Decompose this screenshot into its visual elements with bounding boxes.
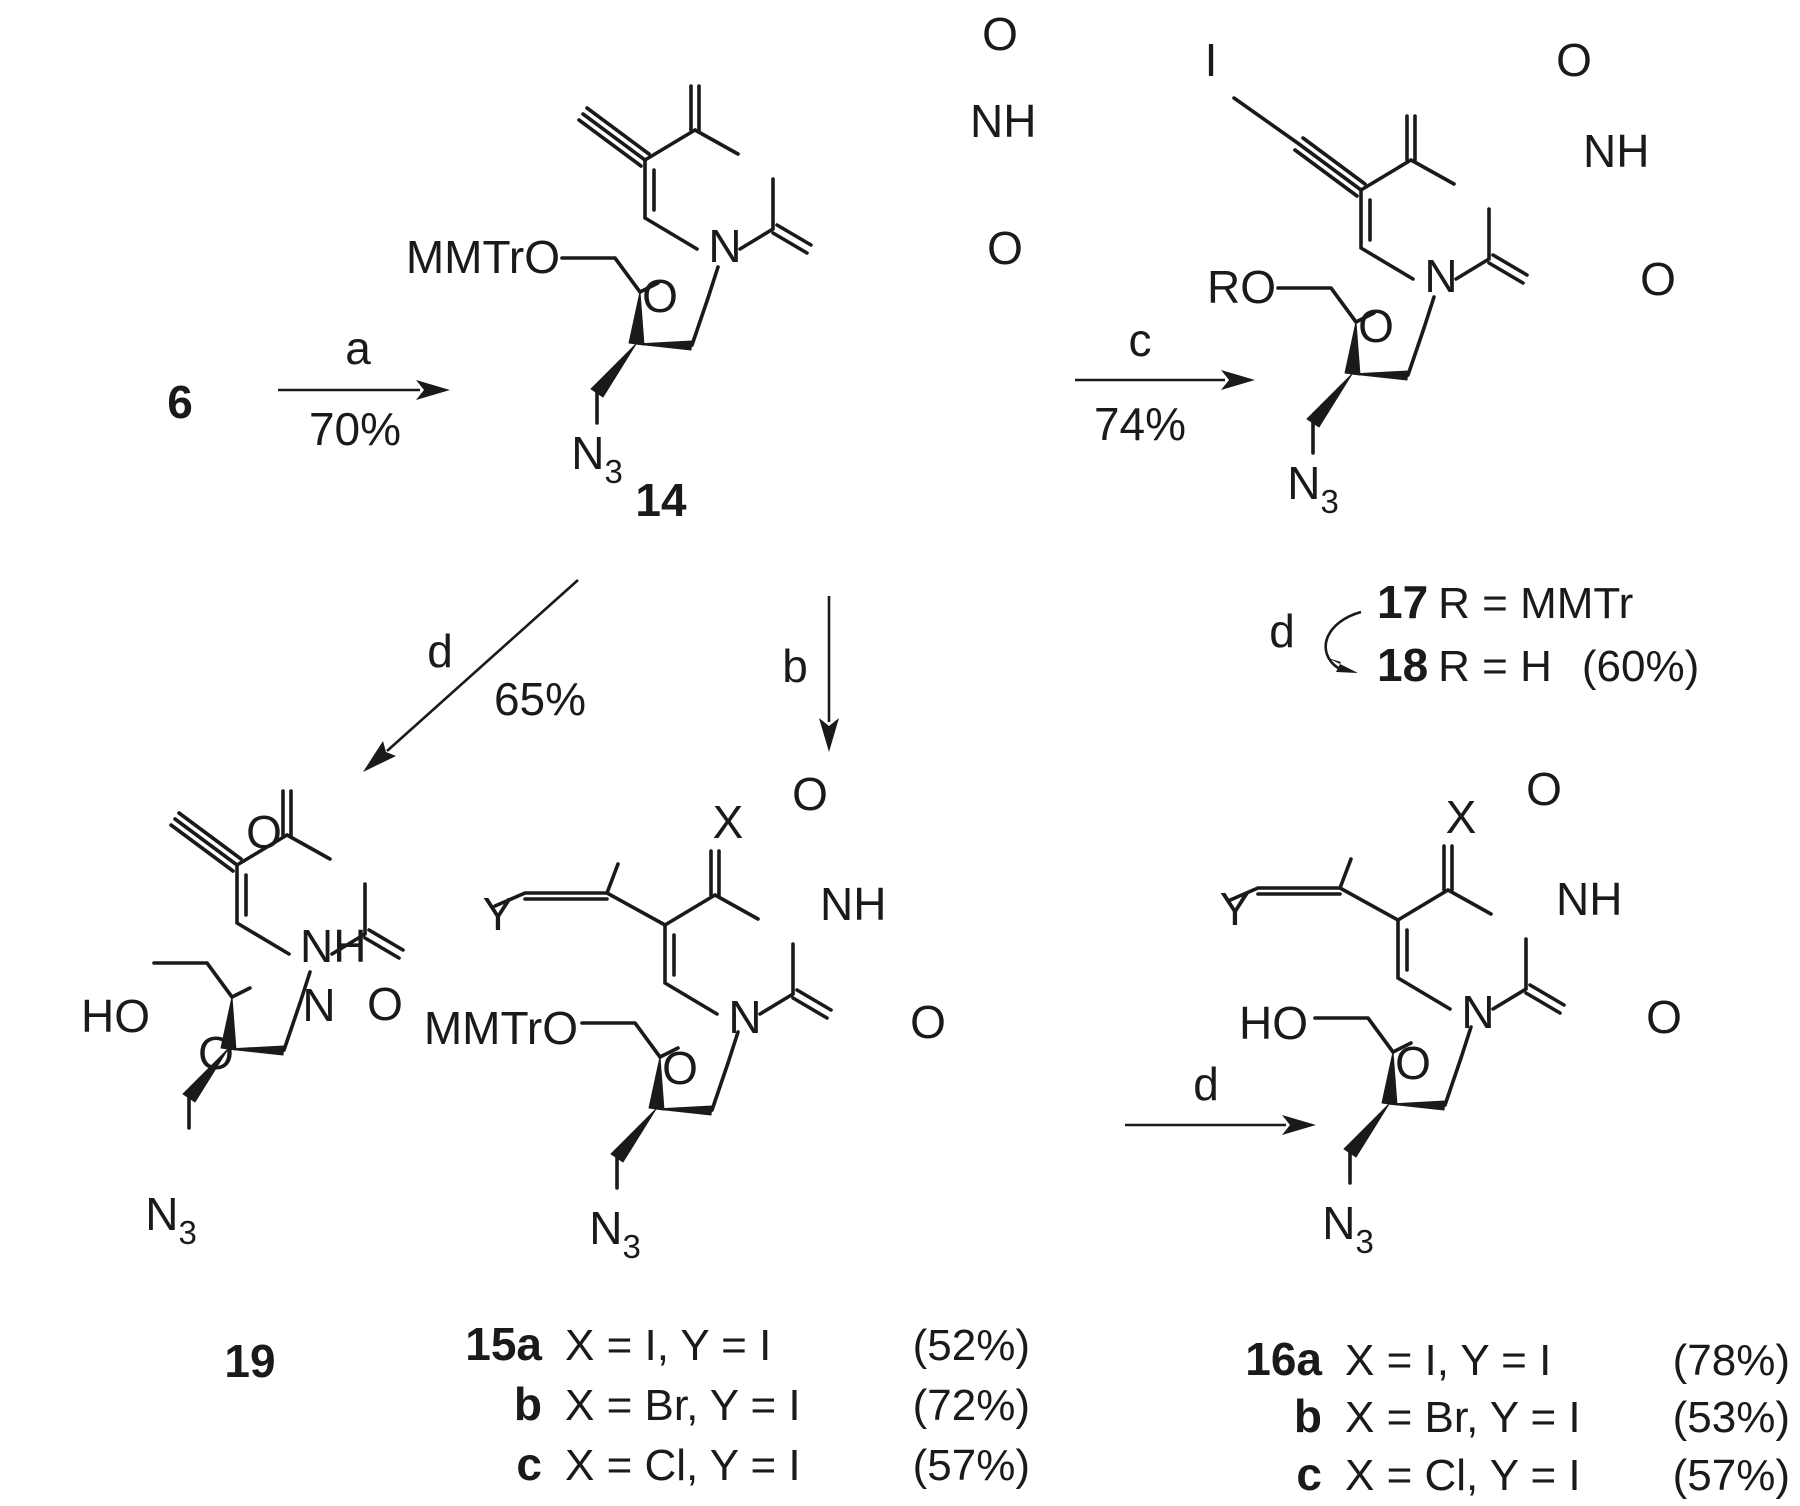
- yield-a-label: 70%: [309, 403, 401, 455]
- atom-label: N3: [589, 1202, 641, 1265]
- atom-label: N: [1461, 986, 1494, 1038]
- atom-label: O: [910, 996, 946, 1048]
- atom-label: I: [1205, 34, 1218, 86]
- reagent-d-label: d: [427, 625, 453, 677]
- arrow-a: a 70%: [278, 322, 450, 455]
- arrow-d-17-to-18: d: [1269, 605, 1362, 673]
- atom-label: NH: [820, 878, 886, 930]
- atom-label: HO: [81, 990, 150, 1042]
- atom-label: N3: [571, 427, 623, 490]
- atom-label: N: [1424, 250, 1457, 302]
- atom-label: O: [1526, 763, 1562, 815]
- atom-label: O: [642, 270, 678, 322]
- atom-label: N: [708, 220, 741, 272]
- atom-label: NH: [970, 95, 1036, 147]
- atom-label: N3: [1287, 457, 1339, 520]
- compound-17-structure: I O NH O N O RO N3: [1205, 34, 1676, 520]
- reagent-a-label: a: [345, 322, 371, 374]
- atom-label: N: [728, 991, 761, 1043]
- atom-label: O: [367, 978, 403, 1030]
- atom-label: O: [1556, 34, 1592, 86]
- atom-label: HO: [1239, 997, 1308, 1049]
- yield-d-label: 65%: [494, 673, 586, 725]
- yield-c-label: 74%: [1094, 398, 1186, 450]
- compound-16-structure: O NH O N O HO N3 X Y: [1220, 763, 1682, 1260]
- atom-label: MMTrO: [424, 1002, 578, 1054]
- atom-label: N3: [1322, 1197, 1374, 1260]
- atom-label: N: [302, 979, 335, 1031]
- arrow-d-to-19: d 65%: [363, 579, 586, 772]
- compound-number: 19: [224, 1335, 275, 1387]
- atom-label: NH: [1556, 873, 1622, 925]
- reagent-d-label: d: [1269, 605, 1295, 657]
- atom-label: O: [246, 806, 282, 858]
- compound-15-structure: O NH O N O MMTrO N3 X Y: [424, 768, 946, 1265]
- compound-19-structure: O NH O N O HO N3: [81, 789, 405, 1251]
- atom-label: X: [1446, 791, 1477, 843]
- compound-number: 6: [167, 376, 193, 428]
- atom-label: MMTrO: [406, 231, 560, 283]
- atom-label: NH: [300, 920, 366, 972]
- atom-label: RO: [1207, 261, 1276, 313]
- atom-label: Y: [1220, 883, 1251, 935]
- atom-label: O: [198, 1027, 234, 1079]
- arrow-b: b: [782, 596, 839, 752]
- arrow-c: c 74%: [1075, 314, 1255, 450]
- reagent-c-label: c: [1129, 314, 1152, 366]
- atom-label: O: [662, 1042, 698, 1094]
- atom-label: NH: [1583, 125, 1649, 177]
- compound-14-structure: O NH O N O MMTrO N3: [406, 8, 1037, 490]
- atom-label: N3: [145, 1188, 197, 1251]
- atom-label: O: [792, 768, 828, 820]
- atom-label: O: [1395, 1037, 1431, 1089]
- reagent-b-label: b: [782, 640, 808, 692]
- atom-label: O: [982, 8, 1018, 60]
- compound-number: 14: [635, 474, 687, 526]
- atom-label: O: [1358, 300, 1394, 352]
- atom-label: O: [987, 222, 1023, 274]
- atom-label: Y: [483, 888, 514, 940]
- atom-label: X: [713, 796, 744, 848]
- atom-label: O: [1640, 253, 1676, 305]
- reagent-d-label: d: [1193, 1058, 1219, 1110]
- arrow-d-15-to-16: d: [1125, 1058, 1316, 1135]
- atom-label: O: [1646, 991, 1682, 1043]
